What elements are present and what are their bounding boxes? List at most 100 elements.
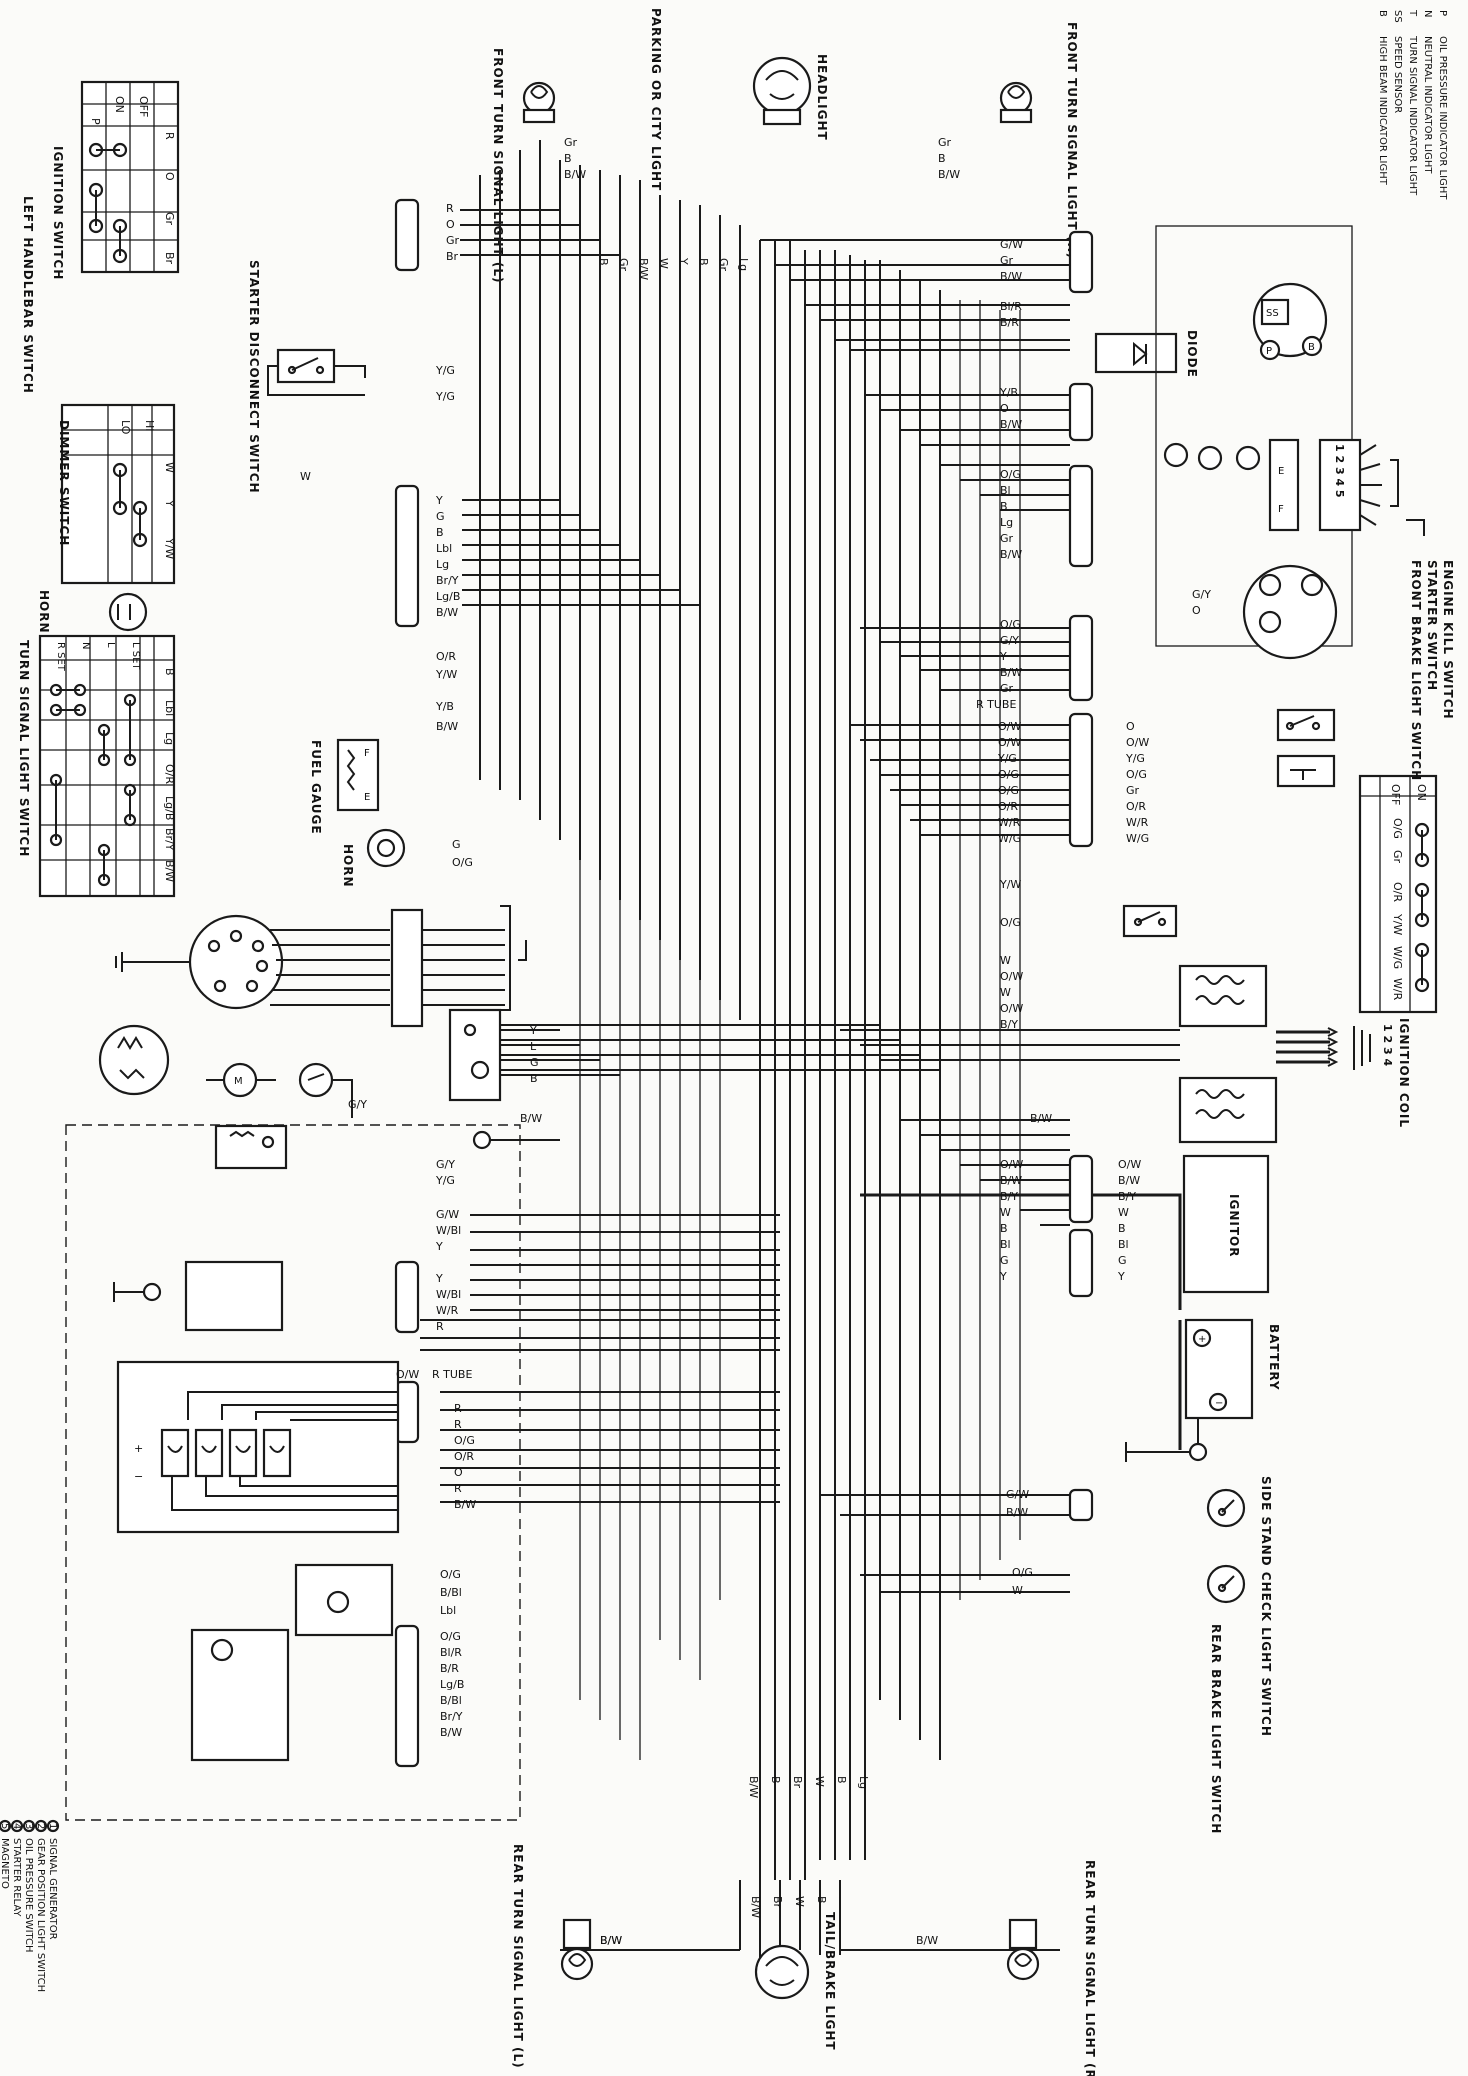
starter-disconnect-switch (267, 348, 366, 396)
r-meter-wire-label: B (1000, 500, 1008, 513)
reg-wire-label: B/Bl (440, 1586, 462, 1599)
mag-wire-label: R (436, 1320, 444, 1333)
r-tube-label-left: R TUBE (432, 1368, 472, 1381)
front-left-wire-label: Gr (564, 136, 578, 149)
legend-bottom-marker (46, 1819, 60, 1833)
sg-bw-label: B/W (520, 1112, 542, 1125)
rear-brake-switch (1206, 1564, 1246, 1604)
starter-disc-wire-label: Y/G (435, 364, 455, 377)
r-kill2-wire-label: O/R (998, 800, 1018, 813)
horn-switch (108, 592, 148, 632)
front-right-wire-label: B (938, 152, 946, 165)
r-meter-wire-label: B/W (1000, 548, 1022, 561)
battery: +− (1125, 1318, 1254, 1462)
or-yw-label: O/R (436, 650, 456, 663)
r-coil-wire-label: O/W (1000, 970, 1023, 983)
fuse-wire-label: R (454, 1402, 462, 1415)
rear-bottom-wire-label: B/W (747, 1776, 760, 1798)
legend-top-text: TURN SIGNAL INDICATOR LIGHT (1407, 35, 1418, 196)
ignition-coils (1178, 964, 1371, 1144)
r-ign-wire-label: B (1000, 1222, 1008, 1235)
dimmer-switch-label: DIMMER SWITCH (57, 420, 71, 546)
legend-top-code: T (1407, 9, 1418, 17)
rear-bottom-wire-label: B (835, 1776, 848, 1784)
r-ign-right-label: O/W (1118, 1158, 1141, 1171)
ign-header-on: ON (113, 96, 126, 113)
kill-wire: Y/W (1391, 913, 1404, 935)
horn (366, 828, 406, 868)
svg-text:−: − (134, 1470, 143, 1483)
dimmer-wire: Y (163, 499, 176, 507)
rear-sw-wire-label: W (1012, 1584, 1023, 1597)
svg-text:F: F (1278, 504, 1284, 515)
dimmer-switch: HI LO WYY/W (60, 403, 176, 585)
magneto (98, 1024, 170, 1096)
mag-wire-label: W/Bl (436, 1288, 461, 1301)
kill-wire: W/R (1391, 978, 1404, 1001)
fuel-gauge: FE (336, 738, 380, 812)
gy-o-label: G/Y (1192, 588, 1211, 601)
tail-wire-label: B (815, 1896, 828, 1904)
relay-connector (394, 1260, 420, 1334)
handlebar-wire-label: Lg/B (436, 590, 460, 603)
rear-bw-label: B/W (600, 1934, 622, 1947)
rear-bottom-wire-label: Br (791, 1776, 804, 1789)
handlebar-wire-label: Lbl (436, 542, 452, 555)
fuse-wire-label: O/G (454, 1434, 475, 1447)
legend-top-text: OIL PRESSURE INDICATOR LIGHT (1437, 36, 1448, 200)
head-wire-label: Gr (717, 258, 730, 272)
rear-bottom-wire-label: B (769, 1776, 782, 1784)
legend-bottom-marker (0, 1819, 12, 1833)
legend-bottom-marker (10, 1819, 24, 1833)
legend-bottom-text: MAGNETO (0, 1838, 10, 1889)
r-top-wire-label: B/W (1000, 270, 1022, 283)
left-handlebar-switch-label: LEFT HANDLEBAR SWITCH (21, 196, 35, 394)
legend-top-code: P (1437, 10, 1448, 16)
handlebar-wire-label: G (436, 510, 445, 523)
dimmer-wire: Y/W (163, 537, 176, 559)
signal-generator (448, 1008, 620, 1102)
ign-wire-label: Br (446, 250, 459, 263)
svg-text:E: E (1278, 466, 1284, 477)
front-left-wire-label: B (564, 152, 572, 165)
r-yb-wire-label: B/W (1000, 418, 1022, 431)
tsu-wire-label: Bl/R (440, 1646, 462, 1659)
ign-wire-label: O (446, 218, 455, 231)
gy-o-label: O (1192, 604, 1201, 617)
ign-connector (394, 198, 420, 272)
r-ign-right-label: G (1118, 1254, 1127, 1267)
svg-text:+: + (1198, 1334, 1206, 1345)
r-ign-wire-label: O/W (1000, 1158, 1023, 1171)
r-kill2-right-label: O/G (1126, 768, 1147, 781)
head-wire-label: B/W (637, 258, 650, 280)
starter-relay-6 (214, 1124, 288, 1170)
r-kill2-right-label: W/R (1126, 816, 1149, 829)
head-wire-label: W (657, 258, 670, 269)
svg-text:F: F (364, 748, 370, 759)
right-connector-4 (1068, 614, 1094, 702)
tail-wire-label: W (793, 1896, 806, 1907)
r-kill2-right-label: O/R (1126, 800, 1146, 813)
turn-wire: Lg (163, 732, 176, 745)
rear-bw-label: B/W (600, 1934, 622, 1947)
handlebar-wire-label: Y (435, 494, 443, 507)
parking-light-label: PARKING OR CITY LIGHT (649, 8, 663, 191)
fuse-wire-label: O (454, 1466, 463, 1479)
r-bw-label: B/W (1030, 1112, 1052, 1125)
r-diode-wire-label: B/R (1000, 316, 1019, 329)
fuel-wire-label: Y/B (435, 700, 454, 713)
front-right-wire-label: Gr (938, 136, 952, 149)
engine-kill-label: ENGINE KILL SWITCH (1441, 560, 1455, 720)
starter-disc-wire-label: Y/G (435, 390, 455, 403)
svg-text:B: B (1308, 342, 1315, 353)
mid-wire-label: G/W (436, 1208, 459, 1221)
rear-turn-signal-right (1006, 1918, 1040, 1981)
turn-signal-control-unit (190, 1628, 290, 1762)
turn-row-label: L SET (130, 642, 141, 670)
ign-wire-label: R (446, 202, 454, 215)
legend-top-text: HIGH BEAM INDICATOR LIGHT (1377, 36, 1388, 186)
